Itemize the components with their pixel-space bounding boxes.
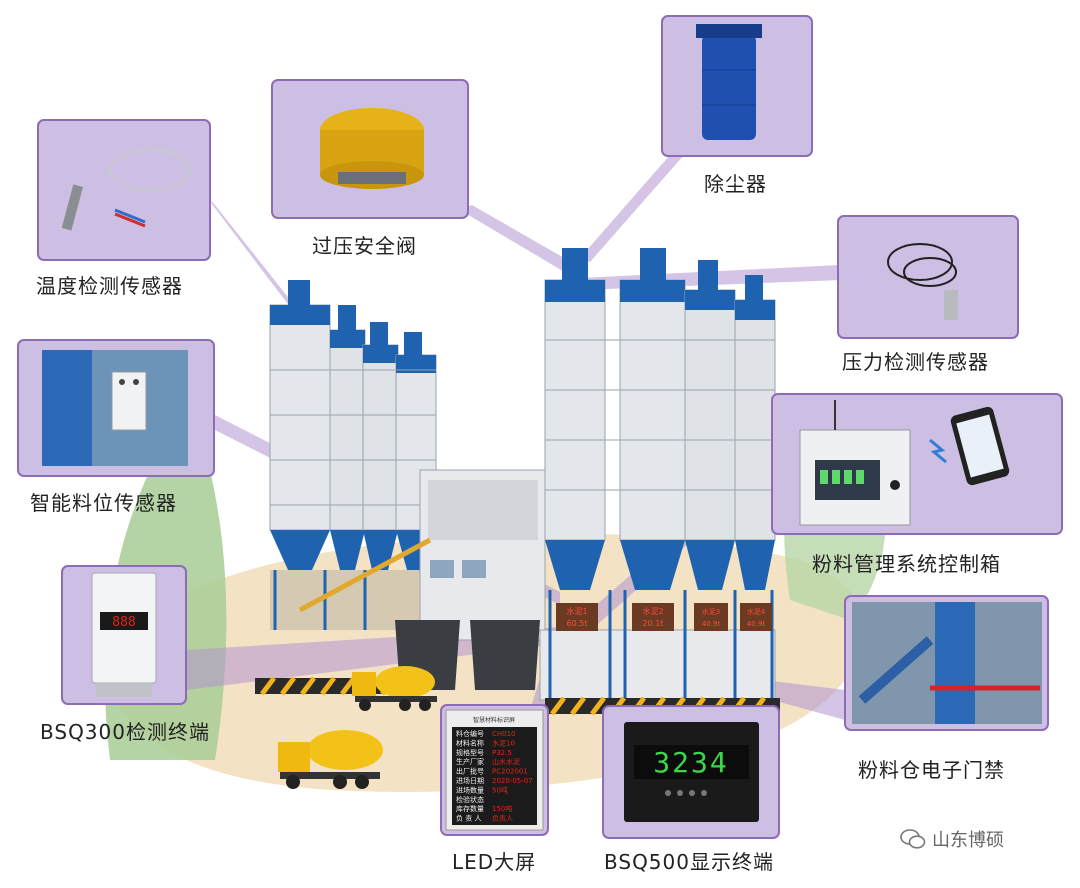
- led-row-value: 山水水泥: [492, 757, 520, 766]
- led-row-key: 材料名称: [456, 738, 484, 747]
- silo-sign-3-name: 水泥3: [702, 607, 720, 616]
- led-screen-label: LED大屏: [452, 850, 537, 874]
- relief-valve-label: 过压安全阀: [312, 234, 417, 258]
- bsq300-panel: 888: [61, 565, 187, 705]
- pressure-probe-icon: [944, 290, 958, 320]
- mixer-truck-2: [278, 730, 383, 789]
- led-row-key: 出厂批号: [456, 767, 484, 776]
- led-row-key: 库存数量: [456, 804, 484, 813]
- silo-sign-1: 水泥1 60.5t: [556, 603, 598, 631]
- pressure-sensor-label: 压力检测传感器: [842, 350, 989, 374]
- led-row-value: 负责人: [492, 814, 513, 823]
- wechat-icon: [900, 829, 926, 849]
- access-control-label: 粉料仓电子门禁: [858, 758, 1005, 782]
- led-row-value: 150吨: [492, 804, 512, 813]
- level-sensor-label: 智能料位传感器: [30, 491, 177, 515]
- led-row-value: PC202001: [492, 768, 528, 776]
- access-control-panel: [844, 595, 1049, 731]
- level-sensor-icon: [111, 371, 147, 431]
- dust-collector-icon: [702, 35, 756, 140]
- silo-sign-4: 水泥4 40.9t: [740, 603, 772, 631]
- control-box-panel: [771, 393, 1063, 535]
- led-row-key: 负 责 人: [456, 814, 481, 823]
- silo-sign-4-name: 水泥4: [747, 607, 766, 616]
- silo-sign-2-name: 水泥2: [642, 606, 663, 616]
- pressure-sensor-panel: [837, 215, 1019, 339]
- led-row-key: 检验状态: [456, 795, 484, 804]
- led-row-value: 水泥10: [492, 738, 515, 747]
- led-panel-rows: 料仓编号 CH010 材料名称水泥10 规格型号 P32.5 生产厂家山水水泥出厂批号 PC…: [456, 729, 533, 823]
- mixer-truck-1: [352, 666, 437, 711]
- silo-sign-1-value: 60.5t: [567, 619, 588, 628]
- led-row-key: 规格型号: [456, 748, 484, 757]
- wireless-icon: [929, 438, 947, 464]
- silo-sign-3: 水泥3 40.9t: [694, 603, 728, 631]
- bsq300-label: BSQ300检测终端: [40, 720, 210, 744]
- led-row-value: 50吨: [492, 785, 508, 794]
- led-row-key: 生产厂家: [456, 757, 484, 766]
- silo-pipe-icon: [935, 602, 975, 724]
- brand-watermark: 山东博硕: [900, 826, 1004, 852]
- bsq500-readout: 3234: [653, 746, 728, 779]
- bsq500-label: BSQ500显示终端: [604, 850, 774, 874]
- dust-collector-label: 除尘器: [704, 172, 767, 196]
- left-silos: [269, 280, 440, 630]
- led-row-value: CH010: [492, 730, 516, 738]
- control-box-label: 粉料管理系统控制箱: [812, 552, 1001, 576]
- led-row-value: 2020-05-07: [492, 777, 533, 785]
- temp-sensor-panel: [37, 119, 211, 261]
- silo-sign-3-value: 40.9t: [702, 620, 721, 628]
- level-sensor-panel: [17, 339, 215, 477]
- silo-sign-1-name: 水泥1: [566, 606, 587, 616]
- led-screen-panel: 智慧材料标识屏 料仓编号 CH010 材料名称水泥10 规格型号 P32.5 生产厂家山水…: [440, 704, 549, 836]
- silo-signs: 水泥1 60.5t 水泥2 20.1t 水泥3 40.9t 水泥4 40.9t: [556, 603, 772, 631]
- led-panel-title: 智慧材料标识屏: [473, 716, 515, 724]
- relief-valve-panel: [271, 79, 469, 219]
- bsq500-panel: 3234: [602, 705, 780, 839]
- led-row-value: P32.5: [492, 749, 512, 757]
- right-silos: [539, 248, 776, 701]
- silo-sign-4-value: 40.9t: [747, 620, 766, 628]
- pressure-cable-icon: [887, 243, 953, 281]
- sensor-cable-icon: [109, 149, 191, 191]
- dust-collector-panel: [661, 15, 813, 157]
- bsq300-readout: 888: [112, 615, 135, 630]
- silo-sign-2: 水泥2 20.1t: [632, 603, 674, 631]
- led-row-key: 料仓编号: [456, 729, 484, 738]
- silo-sign-2-value: 20.1t: [643, 619, 664, 628]
- temp-sensor-label: 温度检测传感器: [36, 274, 183, 298]
- temperature-probe-icon: [61, 184, 84, 231]
- brand-name: 山东博硕: [932, 830, 1004, 851]
- led-row-key: 进场数量: [456, 785, 484, 794]
- led-row-key: 进场日期: [456, 776, 484, 785]
